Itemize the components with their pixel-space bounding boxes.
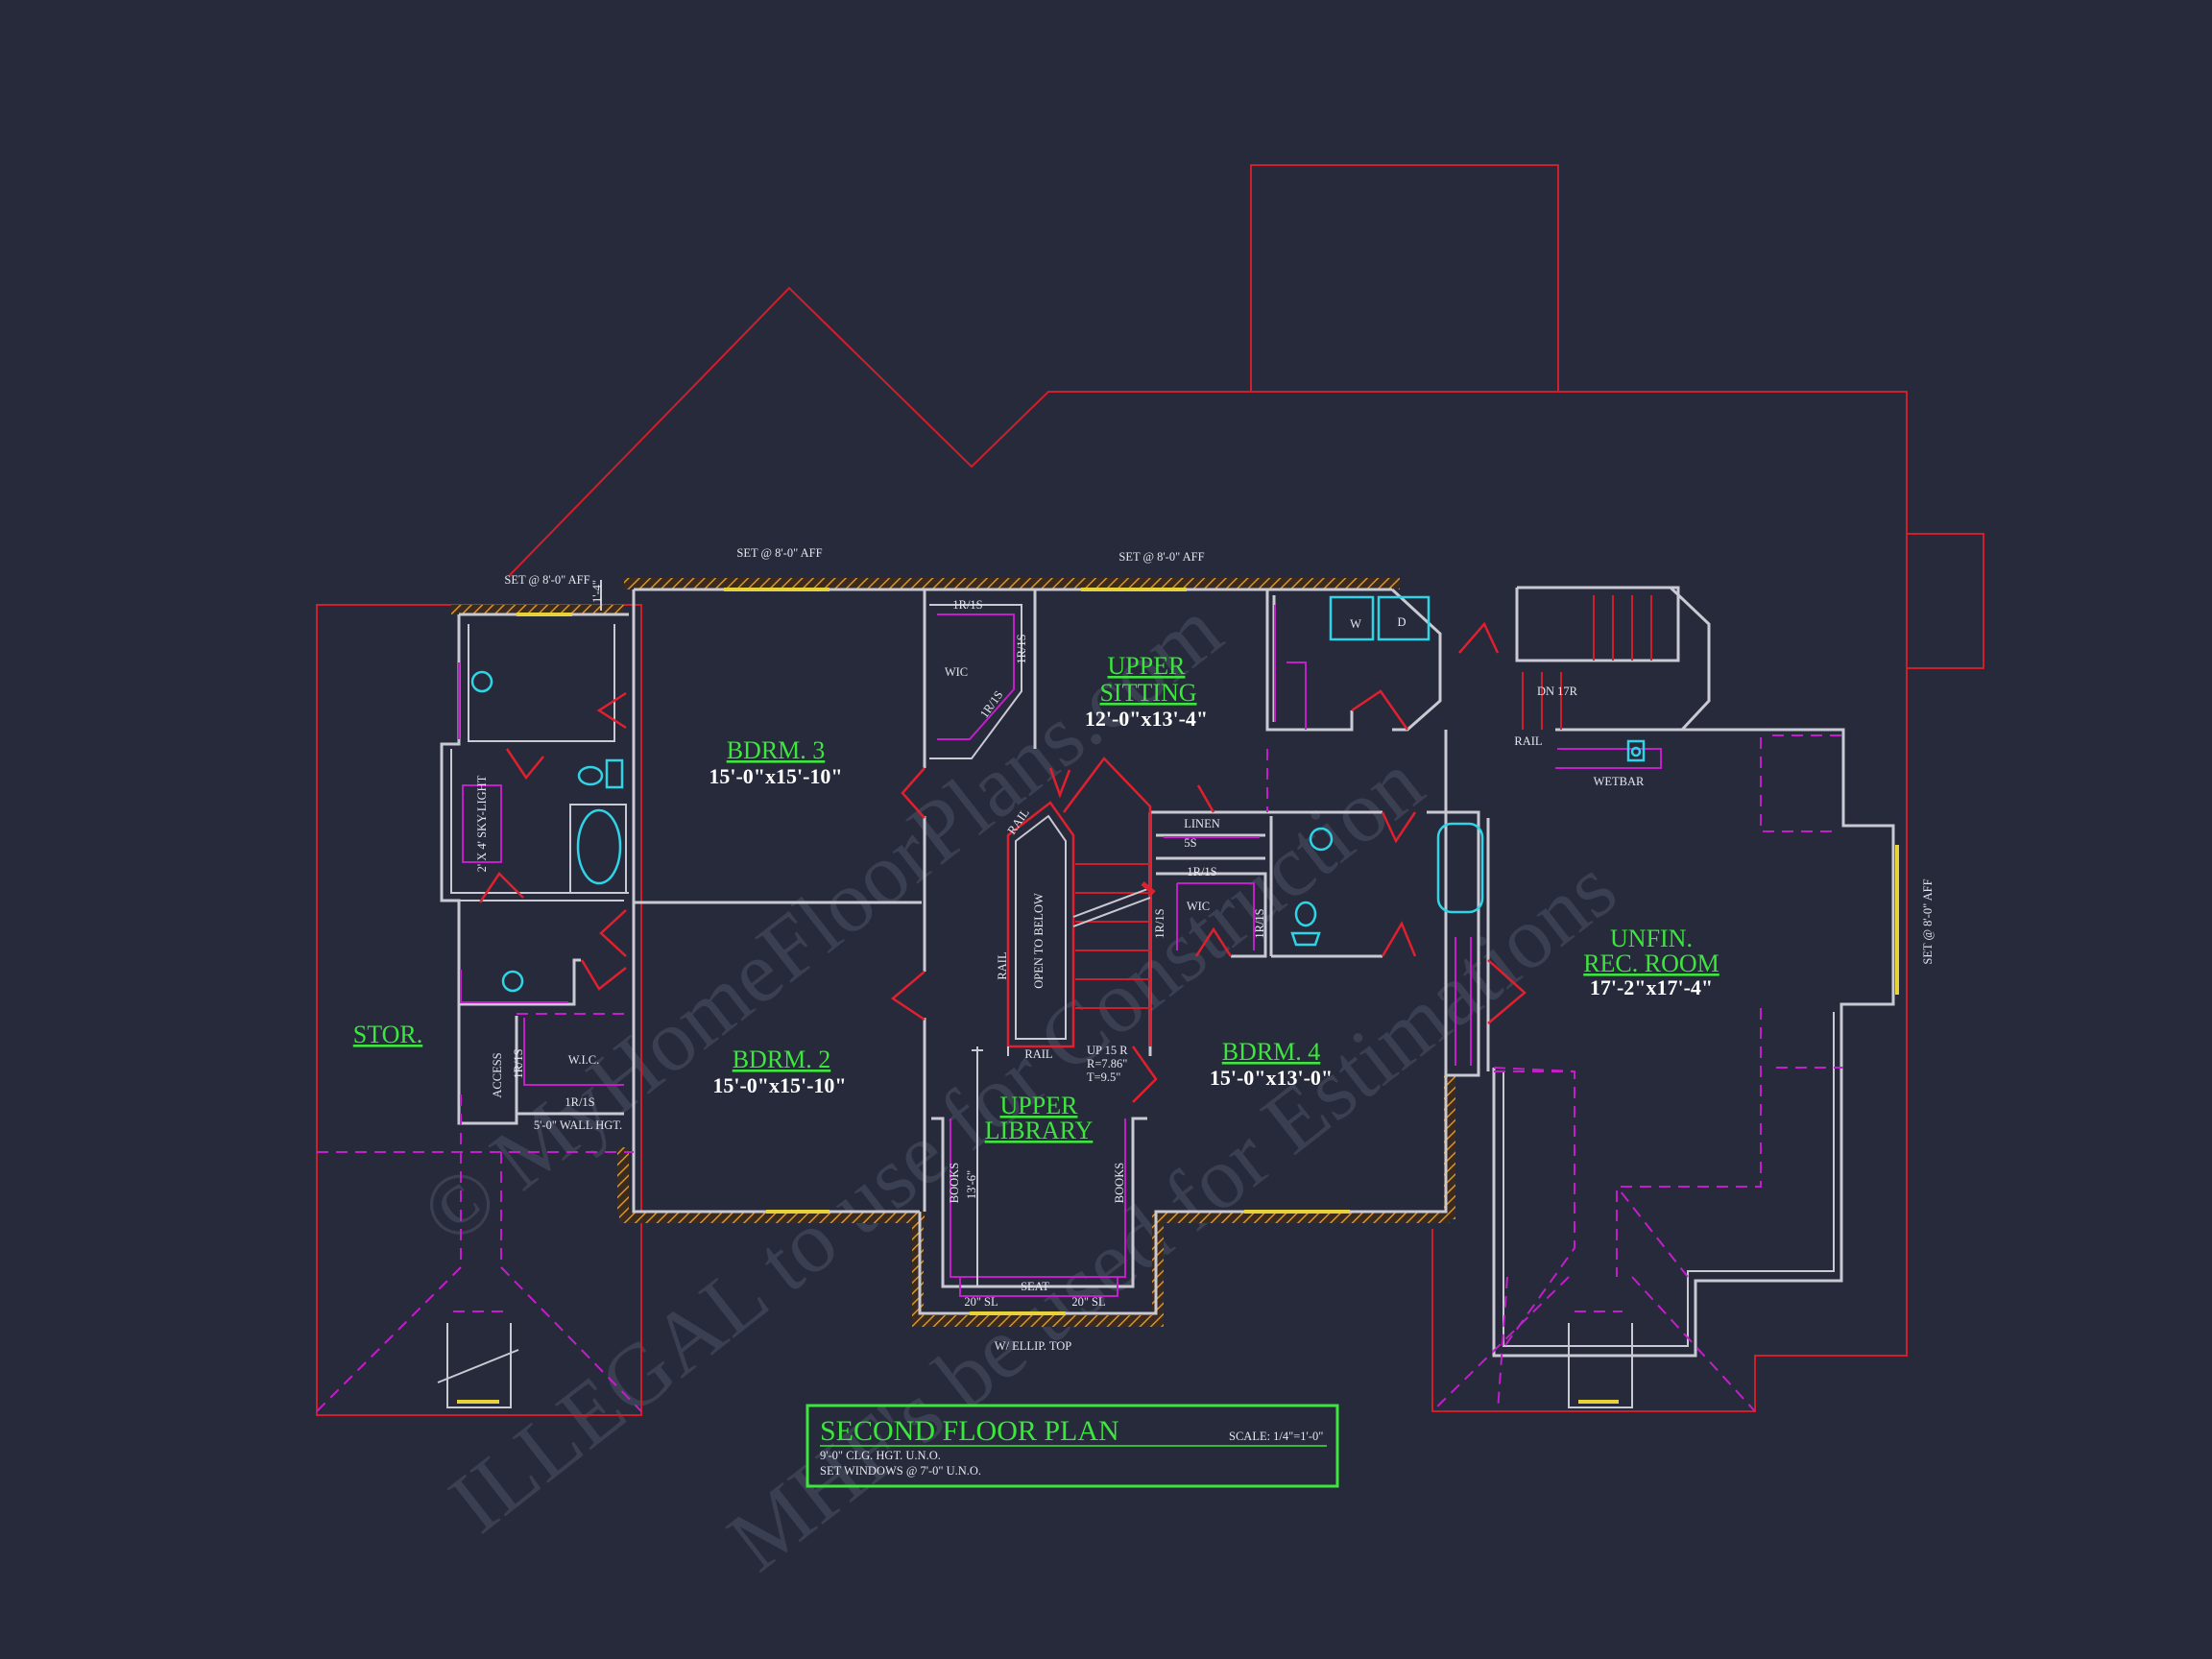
sitting-size: 12'-0"x13'-4" — [1085, 707, 1208, 731]
bdrm2-name: BDRM. 2 — [733, 1046, 831, 1073]
plumbing-fixtures — [470, 595, 1646, 993]
rec-line1: UNFIN. — [1610, 925, 1693, 952]
note-seat: SEAT — [1021, 1280, 1049, 1293]
note-linen: LINEN — [1184, 817, 1220, 830]
sink-icon — [1309, 827, 1334, 852]
note-riser: R=7.86" — [1087, 1057, 1127, 1070]
room-labels: BDRM. 3 15'-0"x15'-10" BDRM. 2 15'-0"x15… — [353, 652, 1719, 1144]
misc-lines — [437, 580, 1009, 1383]
note-rail-2: RAIL — [996, 951, 1009, 979]
note-washer: W — [1350, 617, 1361, 631]
note-books-left: BOOKS — [948, 1163, 961, 1203]
note-wic-1: WIC — [945, 665, 968, 679]
note-ir-is-2: 1R/1S — [1015, 634, 1028, 663]
note-wall-hgt: 5'-0" WALL HGT. — [534, 1118, 622, 1132]
note-set-aff-left: SET @ 8'-0" AFF — [504, 573, 589, 587]
library-line2: LIBRARY — [985, 1117, 1094, 1144]
sink-icon — [501, 970, 524, 993]
sink-icon — [470, 670, 493, 693]
bathtub-icon — [576, 808, 622, 885]
rec-size: 17'-2"x17'-4" — [1590, 975, 1713, 999]
bdrm3-size: 15'-0"x15'-10" — [709, 764, 842, 788]
bdrm4-name: BDRM. 4 — [1222, 1038, 1321, 1066]
note-ir-is-8: 1R/1S — [565, 1095, 594, 1109]
note-tread: T=9.5" — [1087, 1070, 1120, 1084]
sitting-line1: UPPER — [1108, 652, 1187, 680]
sink-icon — [577, 765, 604, 786]
note-wic-3: W.I.C. — [568, 1053, 600, 1067]
windows — [457, 588, 1899, 1404]
note-wetbar: WETBAR — [1594, 775, 1645, 788]
title-block: SECOND FLOOR PLAN SCALE: 1/4"=1'-0" 9'-0… — [805, 1404, 1339, 1488]
doors — [478, 621, 1527, 1103]
note-rail-4: RAIL — [1514, 734, 1542, 748]
note-ir-is-7: 1R/1S — [512, 1048, 525, 1078]
note-access: ACCESS — [491, 1052, 504, 1097]
note-dryer: D — [1397, 615, 1406, 629]
washer-icon — [1329, 595, 1375, 641]
note-skylight: 2' X 4' SKY-LIGHT — [475, 775, 489, 872]
title-block-note-2: SET WINDOWS @ 7'-0" U.N.O. — [820, 1464, 981, 1478]
note-dim-1-4: 1'-4" — [590, 580, 604, 603]
toilet-icon — [605, 758, 624, 789]
note-up-stairs: UP 15 R — [1087, 1044, 1128, 1057]
note-sl-left: 20" SL — [964, 1295, 998, 1309]
shower-icon — [1436, 822, 1484, 914]
note-ir-is-6: 1R/1S — [1253, 908, 1266, 938]
note-set-aff-right: SET @ 8'-0" AFF — [1921, 878, 1935, 964]
note-ir-is-5: 1R/1S — [1153, 908, 1166, 938]
note-dim-13-6: 13'-6" — [965, 1170, 978, 1199]
dryer-icon — [1377, 595, 1431, 641]
dashed-overhead-lines — [316, 734, 1843, 1412]
bdrm3-name: BDRM. 3 — [727, 736, 826, 764]
library-line1: UPPER — [1000, 1092, 1079, 1119]
rec-line2: REC. ROOM — [1583, 950, 1719, 977]
toilet-icon — [1294, 901, 1317, 927]
note-set-aff-top-2: SET @ 8'-0" AFF — [1118, 550, 1204, 564]
note-wic-2: WIC — [1187, 900, 1210, 913]
title-block-title: SECOND FLOOR PLAN — [820, 1415, 1119, 1447]
note-ir-is-1: 1R/1S — [952, 598, 982, 612]
note-set-aff-top-1: SET @ 8'-0" AFF — [736, 546, 822, 560]
wetbar-sink-icon — [1626, 739, 1646, 762]
bdrm2-size: 15'-0"x15'-10" — [712, 1073, 846, 1097]
note-open-below: OPEN TO BELOW — [1032, 893, 1046, 989]
stor-name: STOR. — [353, 1021, 423, 1048]
shelving-and-hidden-lines — [458, 605, 1662, 1297]
note-sl-right: 20" SL — [1071, 1295, 1105, 1309]
note-ellip: W/ ELLIP. TOP — [995, 1339, 1071, 1353]
bdrm4-size: 15'-0"x13'-0" — [1210, 1066, 1333, 1090]
sitting-line2: SITTING — [1099, 679, 1196, 707]
note-5s: 5S — [1184, 836, 1196, 850]
title-block-scale: SCALE: 1/4"=1'-0" — [1229, 1430, 1323, 1443]
title-block-note-1: 9'-0" CLG. HGT. U.N.O. — [820, 1449, 941, 1462]
staircase — [1006, 595, 1652, 1048]
note-dn-stairs: DN 17R — [1537, 685, 1578, 698]
note-rail-3: RAIL — [1024, 1047, 1052, 1061]
note-books-right: BOOKS — [1113, 1163, 1126, 1203]
note-ir-is-4: 1R/1S — [1187, 865, 1216, 878]
